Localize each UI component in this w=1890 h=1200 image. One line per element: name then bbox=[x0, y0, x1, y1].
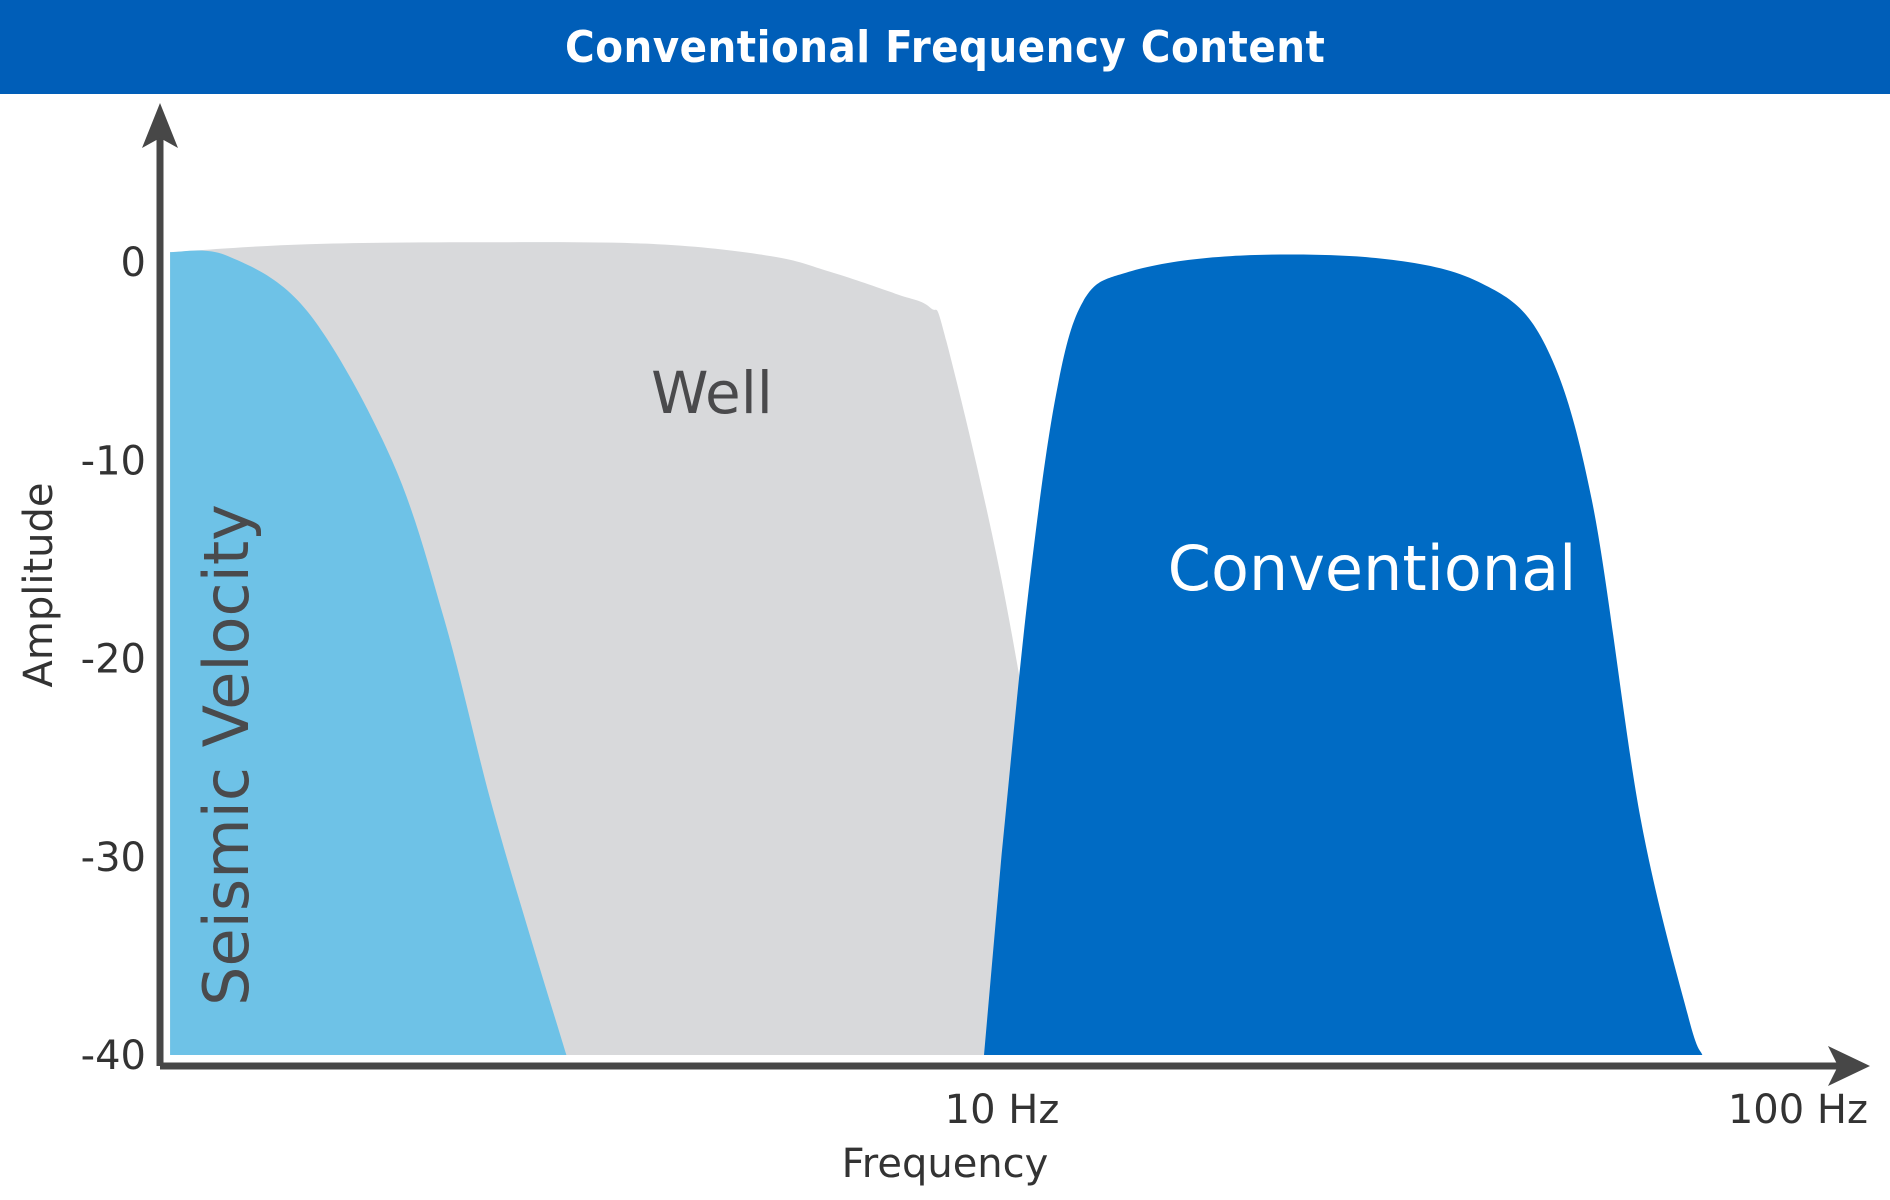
y-tick-label: -10 bbox=[81, 438, 146, 484]
x-axis-arrow bbox=[1828, 1046, 1870, 1086]
y-tick-label: -20 bbox=[81, 637, 146, 683]
series-label-seismic-velocity: Seismic Velocity bbox=[190, 504, 263, 1006]
chart-title: Conventional Frequency Content bbox=[564, 21, 1326, 73]
x-axis-label: Frequency bbox=[842, 1141, 1049, 1187]
x-tick-label: 100 Hz bbox=[1728, 1087, 1868, 1133]
series-label-well: Well bbox=[651, 359, 773, 427]
y-tick-label: 0 bbox=[121, 240, 146, 286]
y-tick-label: -30 bbox=[81, 835, 146, 881]
series-area-seismic-velocity bbox=[170, 250, 567, 1055]
y-axis-arrow bbox=[142, 103, 178, 148]
series-label-conventional: Conventional bbox=[1168, 532, 1577, 605]
x-tick-label: 10 Hz bbox=[945, 1087, 1060, 1133]
title-bar: Conventional Frequency Content bbox=[0, 0, 1890, 94]
series-area-conventional bbox=[984, 254, 1703, 1056]
y-tick-label: -40 bbox=[81, 1033, 146, 1079]
y-axis-label: Amplitude bbox=[16, 483, 62, 688]
